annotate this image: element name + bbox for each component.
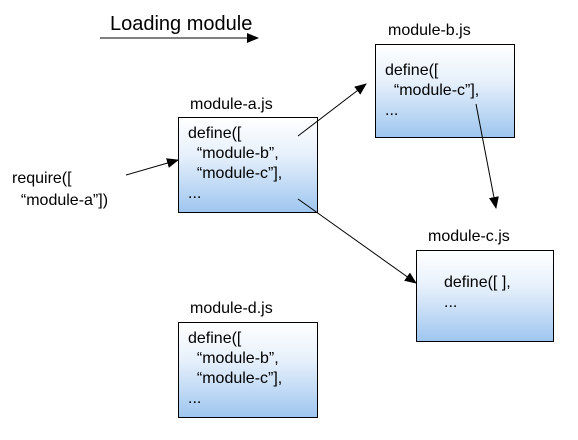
diagram-title: Loading module [110, 13, 253, 35]
module-a-filename: module-a.js [190, 96, 273, 113]
module-b-box: define([ “module-c”], ... [375, 44, 515, 138]
module-c-box: define([ ], ... [416, 250, 554, 342]
module-a-code: define([ “module-b”, “module-c”], ... [188, 125, 283, 202]
module-b-filename: module-b.js [388, 22, 471, 39]
module-b-code: define([ “module-c”], ... [385, 62, 480, 119]
arrow-module-a-to-module-b [297, 83, 367, 137]
arrow-module-a-to-module-c [297, 198, 417, 284]
module-d-box: define([ “module-b”, “module-c”], ... [178, 322, 318, 418]
module-c-code: define([ ], ... [444, 274, 511, 311]
module-c-filename: module-c.js [428, 228, 510, 245]
arrow-require-to-module-a [125, 158, 179, 176]
require-call-text: require([ “module-a”]) [12, 170, 109, 209]
arrow-module-b-to-module-c [475, 103, 499, 209]
module-d-filename: module-d.js [190, 300, 273, 317]
module-d-code: define([ “module-b”, “module-c”], ... [188, 330, 283, 407]
